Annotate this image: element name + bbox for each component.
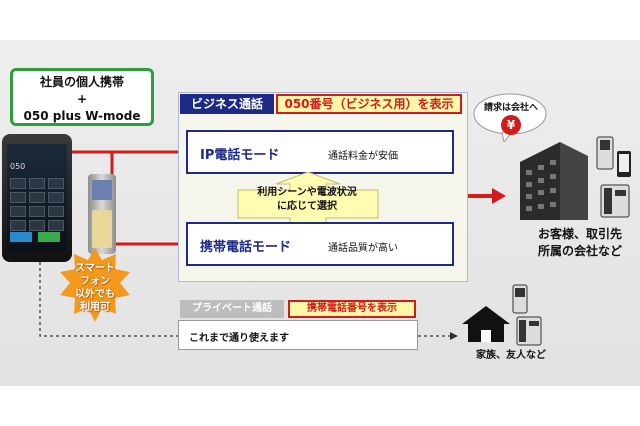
company-label-line-2: 所属の会社など	[537, 244, 622, 258]
company-label: お客様、取引先 所属の会社など	[530, 226, 630, 260]
company-desk-phone-icon	[600, 184, 630, 218]
header-line-3: 050 plus W-mode	[23, 109, 141, 123]
feature-phone-keypad	[92, 210, 112, 248]
family-mobile-phone-icon	[512, 284, 528, 314]
call-key-icon	[10, 232, 32, 242]
company-smartphone-icon	[617, 151, 631, 177]
ip-mode-name: IP電話モード	[200, 148, 280, 163]
company-label-line-1: お客様、取引先	[537, 227, 622, 241]
house-icon	[462, 306, 510, 342]
keypad-key	[29, 220, 45, 231]
company-mobile-phone-icon	[596, 136, 614, 170]
keypad-key	[48, 192, 64, 203]
badge-text: スマート フォン 以外でも 利用可	[62, 262, 128, 314]
keypad-key	[10, 220, 26, 231]
header-line-2: +	[76, 92, 88, 106]
ip-mode-box: IP電話モード 通話料金が安価	[186, 130, 454, 174]
keypad-key	[29, 206, 45, 217]
switch-caption-line-1: 利用シーンや電波状況	[257, 187, 357, 198]
business-number-label: 050番号（ビジネス用）を表示	[276, 94, 462, 114]
mobile-mode-desc: 通話品質が高い	[328, 243, 398, 254]
private-call-box: これまで通り使えます	[178, 320, 418, 350]
keypad-key	[48, 206, 64, 217]
badge-line-2: フォン	[80, 276, 110, 287]
private-call-text: これまで通り使えます	[189, 333, 289, 344]
keypad-key	[29, 192, 45, 203]
header-line-1: 社員の個人携帯	[39, 75, 124, 89]
switch-arrow-icon	[237, 172, 379, 236]
family-label: 家族、友人など	[476, 350, 546, 361]
switch-caption: 利用シーンや電波状況 に応じて選択	[236, 186, 378, 214]
billing-bubble-text: 請求は会社へ	[483, 103, 538, 113]
badge-line-3: 以外でも	[75, 289, 115, 300]
office-building-icon	[520, 142, 588, 220]
starburst-badge-icon	[60, 248, 130, 322]
family-desk-phone-icon	[516, 316, 542, 346]
end-key-icon	[38, 232, 60, 242]
header-box: 社員の個人携帯 + 050 plus W-mode	[10, 68, 154, 126]
keypad-key	[10, 206, 26, 217]
keypad-key	[48, 178, 64, 189]
keypad-key	[10, 178, 26, 189]
mobile-mode-name: 携帯電話モード	[200, 240, 292, 255]
arrow-to-family	[450, 332, 458, 340]
feature-phone-display	[92, 180, 112, 200]
ip-mode-desc: 通話料金が安価	[328, 151, 398, 162]
feature-phone-illustration	[88, 174, 116, 254]
business-call-tag: ビジネス通話	[180, 94, 274, 114]
yen-coin-icon: ¥	[501, 115, 521, 135]
smartphone-illustration: 050	[2, 134, 72, 262]
smartphone-screen-number: 050	[10, 162, 26, 171]
line-private-dashed	[39, 262, 178, 337]
keypad-key	[29, 178, 45, 189]
mobile-mode-box: 携帯電話モード 通話品質が高い	[186, 222, 454, 266]
private-call-tag: プライベート通話	[180, 300, 284, 318]
yen-symbol: ¥	[507, 118, 516, 132]
arrow-to-company	[492, 188, 506, 204]
keypad-key	[10, 192, 26, 203]
badge-line-4: 利用可	[80, 302, 110, 313]
badge-line-1: スマート	[75, 263, 115, 274]
switch-caption-line-2: に応じて選択	[277, 201, 337, 212]
private-number-label: 携帯電話番号を表示	[288, 300, 416, 318]
keypad-key	[48, 220, 64, 231]
smartphone-keypad	[10, 178, 64, 231]
